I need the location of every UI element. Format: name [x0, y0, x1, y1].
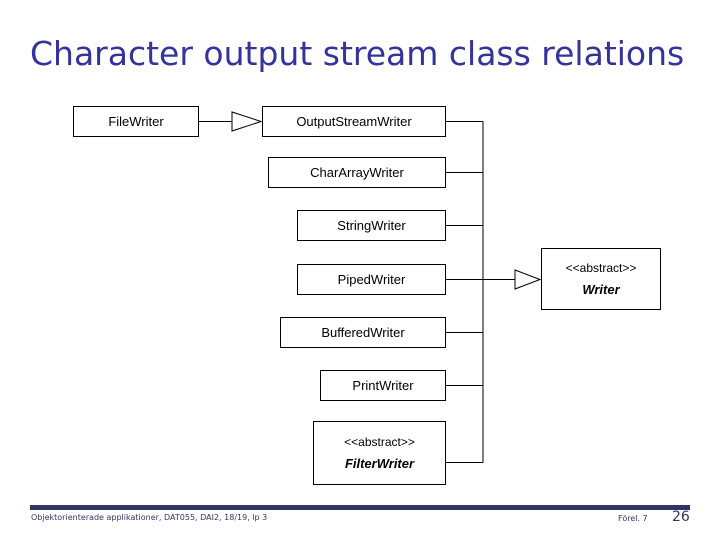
class-name: OutputStreamWriter [296, 114, 412, 129]
generalization-arrowhead-icon [231, 111, 263, 132]
class-name: PipedWriter [337, 272, 406, 287]
class-name: FilterWriter [344, 456, 415, 471]
class-box-chararraywriter[interactable]: CharArrayWriter [268, 157, 446, 188]
footer-course-info: Objektorienterade applikationer, DAT055,… [31, 513, 268, 522]
diagram-connectors [199, 111, 542, 463]
footer-page-number: 26 [672, 509, 690, 525]
class-box-filterwriter[interactable]: <<abstract>> FilterWriter [313, 421, 446, 485]
stereotype-label: <<abstract>> [344, 435, 415, 449]
class-name: PrintWriter [352, 378, 414, 393]
class-name: StringWriter [337, 218, 406, 233]
class-box-stringwriter[interactable]: StringWriter [297, 210, 446, 241]
class-name: FileWriter [108, 114, 164, 129]
stereotype-label: <<abstract>> [565, 261, 637, 275]
footer-accent-bar [30, 505, 690, 510]
class-name: Writer [582, 282, 620, 297]
class-box-printwriter[interactable]: PrintWriter [320, 370, 446, 401]
class-box-writer[interactable]: <<abstract>> Writer [541, 248, 661, 310]
class-box-bufferedwriter[interactable]: BufferedWriter [280, 317, 446, 348]
class-box-pipedwriter[interactable]: PipedWriter [297, 264, 446, 295]
class-name: BufferedWriter [321, 325, 405, 340]
page-title: Character output stream class relations [30, 34, 685, 73]
class-box-outputstreamwriter[interactable]: OutputStreamWriter [262, 106, 446, 137]
class-box-filewriter[interactable]: FileWriter [73, 106, 199, 137]
class-name: CharArrayWriter [310, 165, 404, 180]
footer-lecture-label: Förel. 7 [618, 514, 648, 523]
uml-class-diagram: FileWriter OutputStreamWriter CharArrayW… [73, 106, 661, 485]
generalization-arrowhead-icon [514, 269, 542, 290]
